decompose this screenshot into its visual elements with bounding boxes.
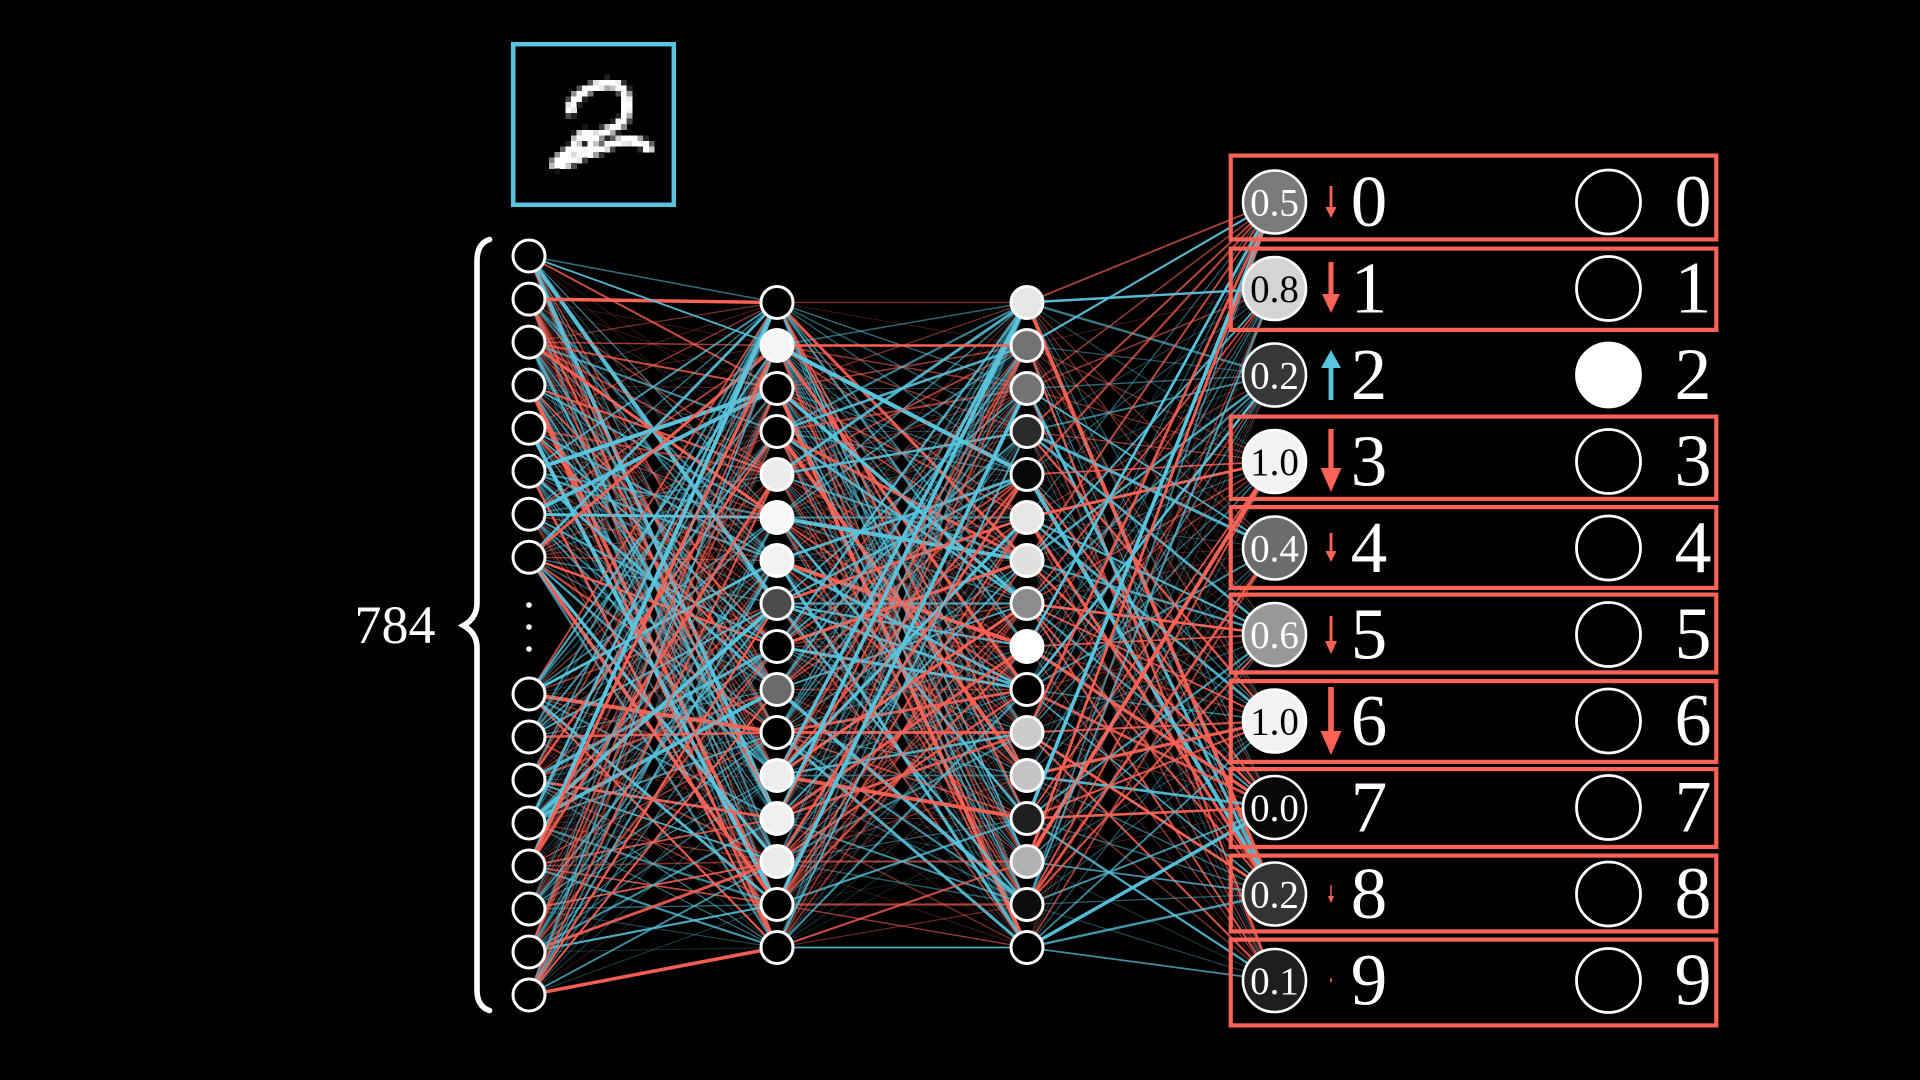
svg-text:0.0: 0.0 xyxy=(1250,787,1299,830)
svg-text:4: 4 xyxy=(1675,507,1712,589)
svg-text:8: 8 xyxy=(1675,853,1712,935)
svg-text:3: 3 xyxy=(1351,421,1388,502)
svg-text:4: 4 xyxy=(1351,507,1388,588)
svg-text:0.8: 0.8 xyxy=(1250,268,1299,311)
svg-text:0.5: 0.5 xyxy=(1250,182,1299,225)
svg-text:1: 1 xyxy=(1351,248,1388,329)
svg-text:3: 3 xyxy=(1675,421,1712,503)
svg-text:7: 7 xyxy=(1675,767,1712,849)
svg-text:0.6: 0.6 xyxy=(1250,614,1299,657)
svg-text:1.0: 1.0 xyxy=(1250,441,1299,484)
svg-text:8: 8 xyxy=(1351,853,1388,934)
svg-text:0.2: 0.2 xyxy=(1250,355,1299,398)
svg-text:2: 2 xyxy=(1351,334,1388,415)
svg-text:0.4: 0.4 xyxy=(1250,528,1299,571)
svg-text:5: 5 xyxy=(1351,594,1388,675)
svg-text:784: 784 xyxy=(355,595,436,655)
svg-text:9: 9 xyxy=(1351,940,1388,1021)
svg-text:0.2: 0.2 xyxy=(1250,874,1299,917)
svg-text:1.0: 1.0 xyxy=(1250,701,1299,744)
svg-text:5: 5 xyxy=(1675,594,1712,676)
svg-text:1: 1 xyxy=(1675,248,1712,330)
svg-text:9: 9 xyxy=(1675,940,1712,1022)
svg-text:0: 0 xyxy=(1675,161,1712,243)
svg-text:7: 7 xyxy=(1351,767,1388,848)
svg-text:6: 6 xyxy=(1351,680,1388,761)
svg-text:6: 6 xyxy=(1675,680,1712,762)
svg-text:2: 2 xyxy=(1675,334,1712,416)
svg-text:0: 0 xyxy=(1351,161,1388,242)
svg-text:0.1: 0.1 xyxy=(1250,960,1299,1003)
